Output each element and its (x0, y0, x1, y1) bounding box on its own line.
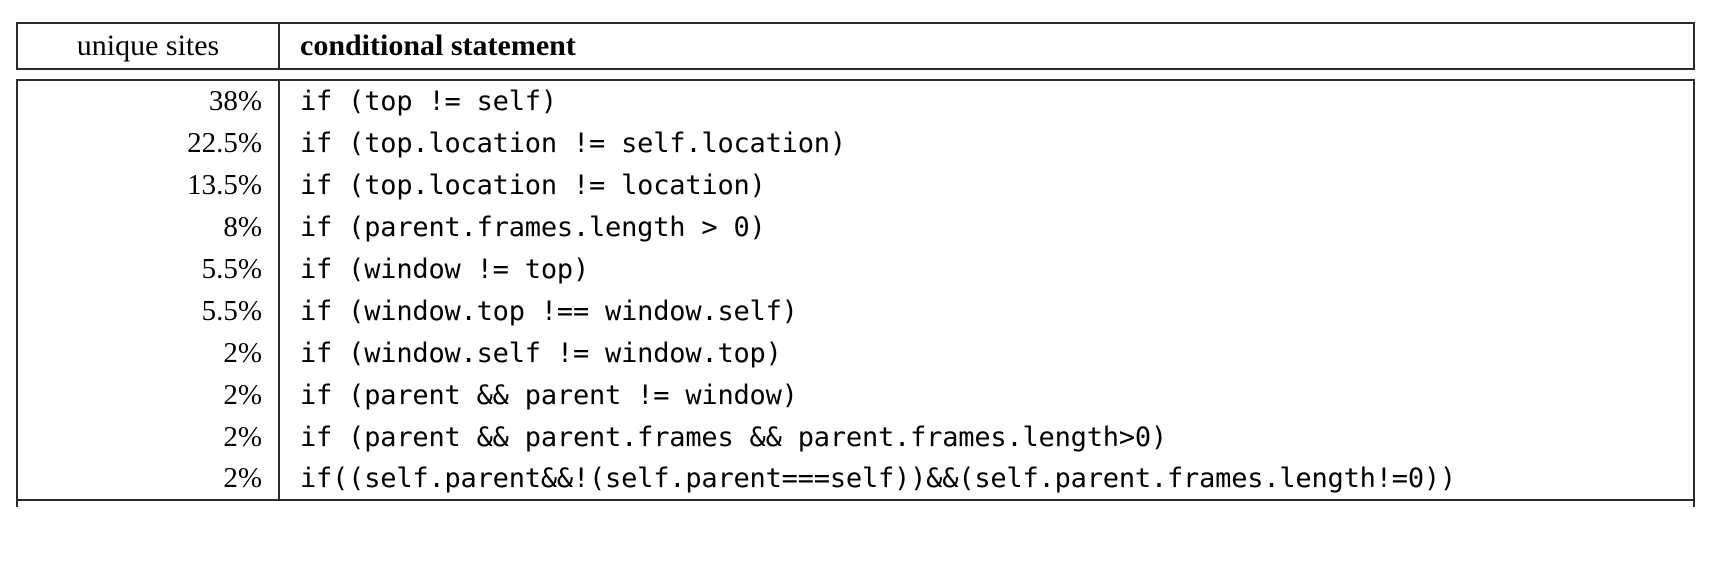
cell-unique-sites: 2% (16, 458, 280, 500)
cell-unique-sites: 2% (16, 332, 280, 374)
table-row: 2% if (parent && parent != window) (16, 374, 1695, 416)
table-body: 38% if (top != self) 22.5% if (top.locat… (16, 69, 1695, 507)
cell-unique-sites: 2% (16, 374, 280, 416)
cell-conditional-statement: if((self.parent&&!(self.parent===self))&… (279, 458, 1695, 500)
table-row: 5.5% if (window != top) (16, 248, 1695, 290)
table-row: 5.5% if (window.top !== window.self) (16, 290, 1695, 332)
cell-conditional-statement: if (parent && parent.frames && parent.fr… (279, 416, 1695, 458)
cell-conditional-statement: if (parent.frames.length > 0) (279, 206, 1695, 248)
cell-conditional-statement: if (top.location != location) (279, 164, 1695, 206)
table-row: 22.5% if (top.location != self.location) (16, 122, 1695, 164)
table-header: unique sites conditional statement (16, 22, 1695, 70)
cell-conditional-statement: if (top != self) (279, 79, 1695, 122)
table-bottom-rule (16, 499, 1695, 507)
cell-conditional-statement: if (window.top !== window.self) (279, 290, 1695, 332)
table-row: 8% if (parent.frames.length > 0) (16, 206, 1695, 248)
header-body-rule-gap (17, 69, 1694, 80)
rule-gap-cell (17, 69, 1694, 80)
cell-conditional-statement: if (window != top) (279, 248, 1695, 290)
table-row: 2% if((self.parent&&!(self.parent===self… (16, 458, 1695, 500)
conditional-statements-table: unique sites conditional statement 38% i… (16, 22, 1695, 507)
bottom-rule-cell (16, 499, 1695, 507)
cell-unique-sites: 2% (16, 416, 280, 458)
cell-unique-sites: 38% (16, 79, 280, 122)
table-row: 2% if (window.self != window.top) (16, 332, 1695, 374)
cell-conditional-statement: if (parent && parent != window) (279, 374, 1695, 416)
table-row: 13.5% if (top.location != location) (16, 164, 1695, 206)
column-header-conditional-statement: conditional statement (279, 22, 1695, 70)
cell-unique-sites: 13.5% (16, 164, 280, 206)
table-container: unique sites conditional statement 38% i… (16, 22, 1695, 507)
cell-conditional-statement: if (window.self != window.top) (279, 332, 1695, 374)
column-header-unique-sites: unique sites (16, 22, 280, 70)
table-row: 38% if (top != self) (16, 79, 1695, 122)
cell-unique-sites: 8% (16, 206, 280, 248)
table-row: 2% if (parent && parent.frames && parent… (16, 416, 1695, 458)
table-header-row: unique sites conditional statement (16, 22, 1695, 70)
cell-conditional-statement: if (top.location != self.location) (279, 122, 1695, 164)
cell-unique-sites: 5.5% (16, 248, 280, 290)
cell-unique-sites: 5.5% (16, 290, 280, 332)
cell-unique-sites: 22.5% (16, 122, 280, 164)
